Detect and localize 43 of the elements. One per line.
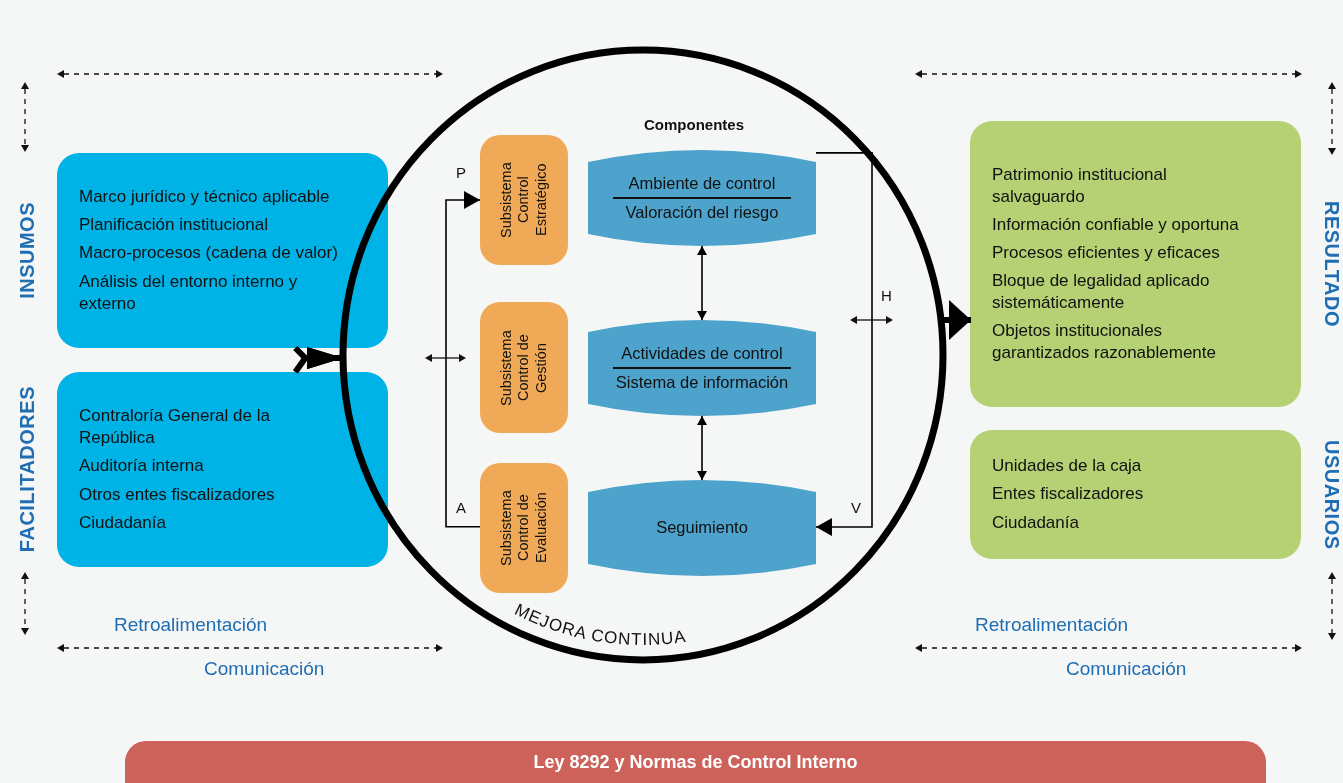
list-item: Información confiable y oportuna	[992, 213, 1240, 236]
flow-label: Comunicación	[1066, 658, 1187, 680]
cycle-letter: V	[851, 499, 861, 516]
section-heading: Componentes	[644, 116, 744, 133]
arrow	[815, 152, 873, 537]
component-label: Seguimiento	[656, 517, 748, 539]
component-label: Valoración del riesgo	[625, 202, 779, 223]
list-item: Otros entes fiscalizadores	[79, 483, 276, 506]
flow-label: Retroalimentación	[975, 614, 1129, 636]
list-item: Planificación institucional	[79, 214, 269, 237]
cycle-letter: H	[881, 287, 892, 304]
component-label: Sistema de información	[615, 372, 789, 393]
arrow	[941, 300, 971, 340]
cycle-letter: A	[456, 499, 466, 516]
flow-label: Retroalimentación	[114, 614, 268, 636]
list-item: Bloque de legalidad aplicado sistemáticamente	[992, 270, 1211, 315]
law-banner: Ley 8292 y Normas de Control Interno	[125, 741, 1266, 783]
double-arrow	[697, 415, 707, 481]
section-heading: USUARIOS	[1319, 439, 1343, 550]
subsystem-label: Subsistema Control de Evaluación	[497, 489, 550, 568]
cycle-letter: P	[456, 164, 466, 181]
component-label: Actividades de control	[621, 342, 783, 364]
flow-label: Comunicación	[204, 658, 325, 680]
list-item: Procesos eficientes y eficaces	[992, 241, 1221, 264]
arrow	[445, 191, 481, 528]
section-heading: INSUMOS	[15, 202, 39, 299]
list-item: Análisis del entorno interno y externo	[79, 270, 299, 315]
list-item: Marco jurídico y técnico aplicable	[79, 186, 331, 209]
list-item: Ciudadanía	[79, 511, 167, 534]
list-item: Macro-procesos (cadena de valor)	[79, 242, 339, 265]
list-item: Unidades de la caja	[992, 455, 1143, 478]
list-item: Entes fiscalizadores	[992, 483, 1145, 506]
section-heading: RESULTADO	[1319, 201, 1343, 327]
list-item: Ciudadanía	[992, 511, 1080, 534]
list-item: Patrimonio institucional salvaguardo	[992, 163, 1168, 208]
subsystem-label: Subsistema Control Estratégico	[497, 161, 550, 240]
list-item: Auditoría interna	[79, 455, 205, 478]
subsystem-label: Subsistema Control de Gestión	[497, 328, 550, 408]
double-arrow	[697, 245, 707, 321]
component-label: Ambiente de control	[628, 172, 776, 194]
section-heading: FACILITADORES	[15, 386, 39, 553]
list-item: Contraloría General de la República	[79, 405, 271, 450]
list-item: Objetos institucionales garantizados razonablemente	[992, 320, 1217, 365]
